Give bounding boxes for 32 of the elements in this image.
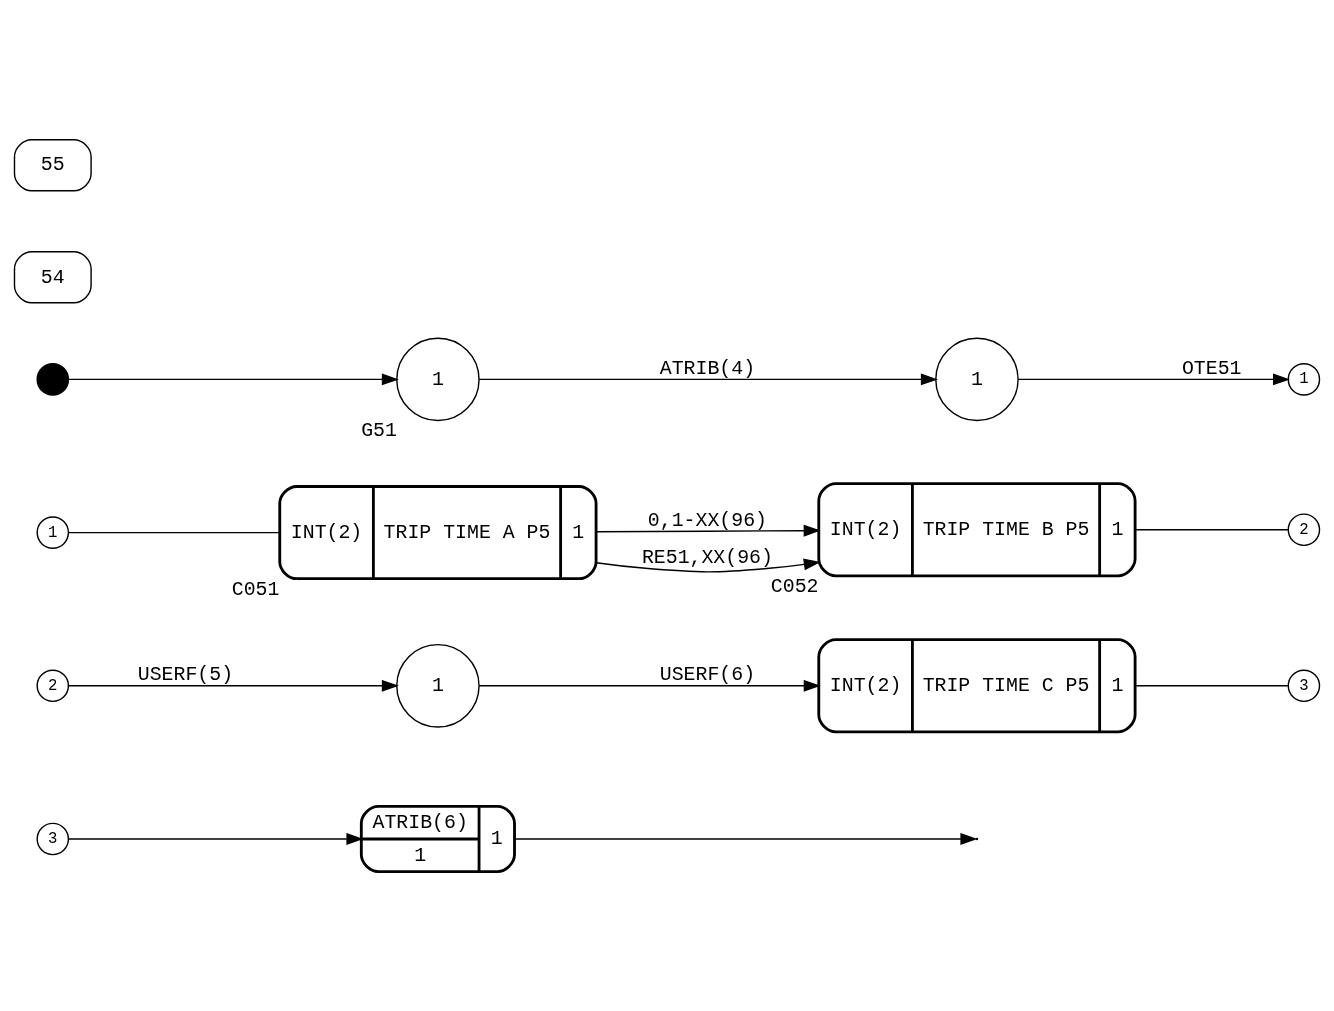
arrow	[68, 372, 399, 385]
arrow	[478, 372, 938, 385]
connector	[1134, 684, 1289, 686]
connector	[68, 531, 280, 533]
node-circle: 1	[935, 337, 1019, 421]
node-circle: 1	[396, 337, 480, 421]
node-circle: 1	[396, 643, 480, 728]
edge-label: USERF(6)	[659, 662, 756, 686]
node-label: C052	[770, 574, 819, 598]
edge-label: USERF(5)	[137, 662, 234, 686]
arrow	[595, 557, 821, 573]
node-circle: 1	[1287, 362, 1321, 396]
edge-label: RE51,XX(96)	[641, 545, 773, 569]
arrow	[68, 679, 399, 692]
node-label: G51	[361, 418, 397, 442]
arrow	[514, 832, 978, 845]
node-circle	[36, 362, 70, 396]
node-circle: 3	[1287, 669, 1321, 702]
edge-label: ATRIB(4)	[659, 356, 756, 380]
node-label: C051	[231, 577, 280, 601]
arrow	[595, 524, 821, 537]
edge-label: OTE51	[1181, 356, 1242, 380]
arrow	[1017, 372, 1290, 385]
node-circle: 2	[1287, 512, 1321, 546]
connector	[1134, 528, 1289, 530]
node-circle: 1	[36, 515, 70, 549]
node-circle: 3	[36, 822, 70, 855]
arrow	[478, 679, 821, 692]
edge-label: 0,1-XX(96)	[647, 508, 767, 532]
label: 54	[40, 265, 65, 289]
label: 55	[40, 152, 65, 176]
node-circle: 2	[36, 669, 70, 702]
